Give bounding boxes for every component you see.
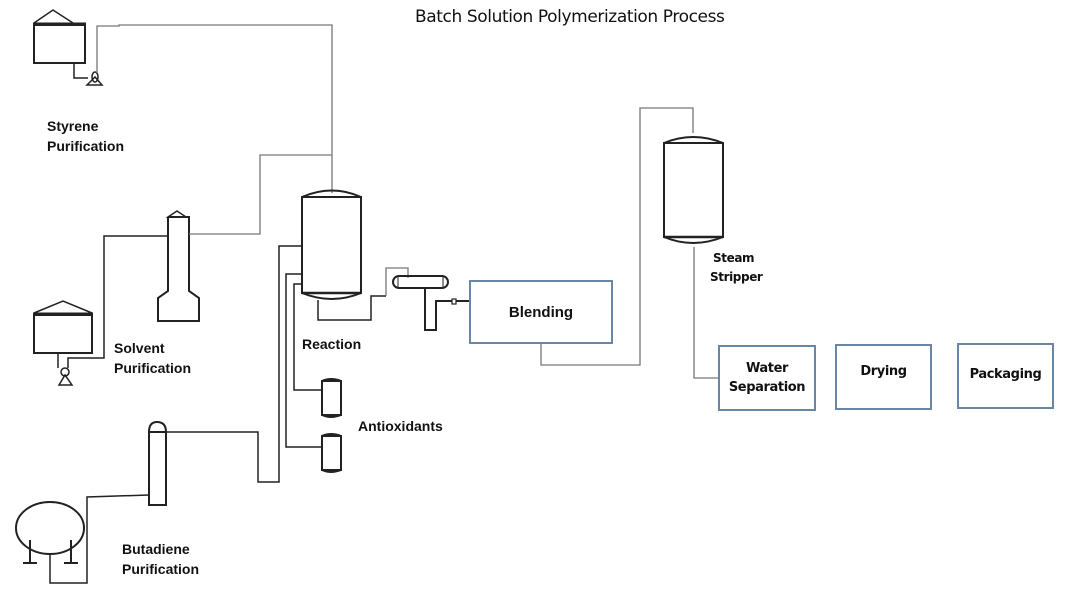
solvent-purification-column (157, 210, 200, 322)
label-line: Steam (713, 251, 755, 265)
butadiene-purification-label: Butadiene Purification (122, 539, 199, 579)
horizontal-flash-drum (392, 275, 470, 331)
label-line: Butadiene (122, 541, 190, 557)
stripper-to-water-separation-line (693, 247, 719, 379)
blending-to-stripper-line (540, 107, 694, 366)
solvent-to-reactor-line (189, 154, 332, 235)
blending-label: Blending (508, 303, 574, 321)
diagram-title: Batch Solution Polymerization Process (415, 7, 725, 27)
reactor-to-condenser-line (385, 267, 409, 296)
reactor-feed-manifold (157, 245, 321, 483)
reaction-label: Reaction (302, 336, 362, 352)
styrene-pump-icon (73, 64, 104, 86)
label-line: Purification (122, 561, 200, 577)
butadiene-storage-sphere (15, 501, 85, 564)
water-separation-label: Water Separation (728, 359, 806, 397)
antioxidants-label: Antioxidants (358, 418, 443, 434)
butadiene-feed-line (49, 494, 150, 584)
steam-stripper-label: Steam Stripper (710, 249, 763, 287)
solvent-purification-label: Solvent Purification (114, 338, 191, 378)
water-separation-box: Water Separation (718, 345, 816, 411)
drying-label: Drying (860, 364, 907, 379)
reactor-vessel (301, 189, 362, 300)
label-line: Purification (114, 360, 192, 376)
label-line: Separation (728, 380, 806, 395)
solvent-pump-icon (57, 235, 167, 386)
antioxidant-drum-2 (321, 433, 342, 473)
butadiene-purification-column (148, 420, 167, 506)
packaging-label: Packaging (969, 367, 1042, 382)
solvent-storage-tank (33, 300, 93, 354)
label-line: Styrene (47, 118, 99, 134)
label-line: Purification (47, 138, 125, 154)
reactor-outlet-line (317, 295, 386, 321)
styrene-purification-label: Styrene Purification (47, 116, 124, 156)
blending-box: Blending (469, 280, 613, 344)
styrene-feed-line (96, 24, 333, 193)
label-line: Water (745, 361, 789, 376)
drying-box: Drying (835, 344, 932, 410)
label-line: Solvent (114, 340, 165, 356)
styrene-storage-tank (33, 9, 86, 64)
packaging-box: Packaging (957, 343, 1054, 409)
label-line: Stripper (710, 270, 763, 284)
antioxidant-drum-1 (321, 378, 342, 418)
steam-stripper-vessel (663, 136, 724, 244)
